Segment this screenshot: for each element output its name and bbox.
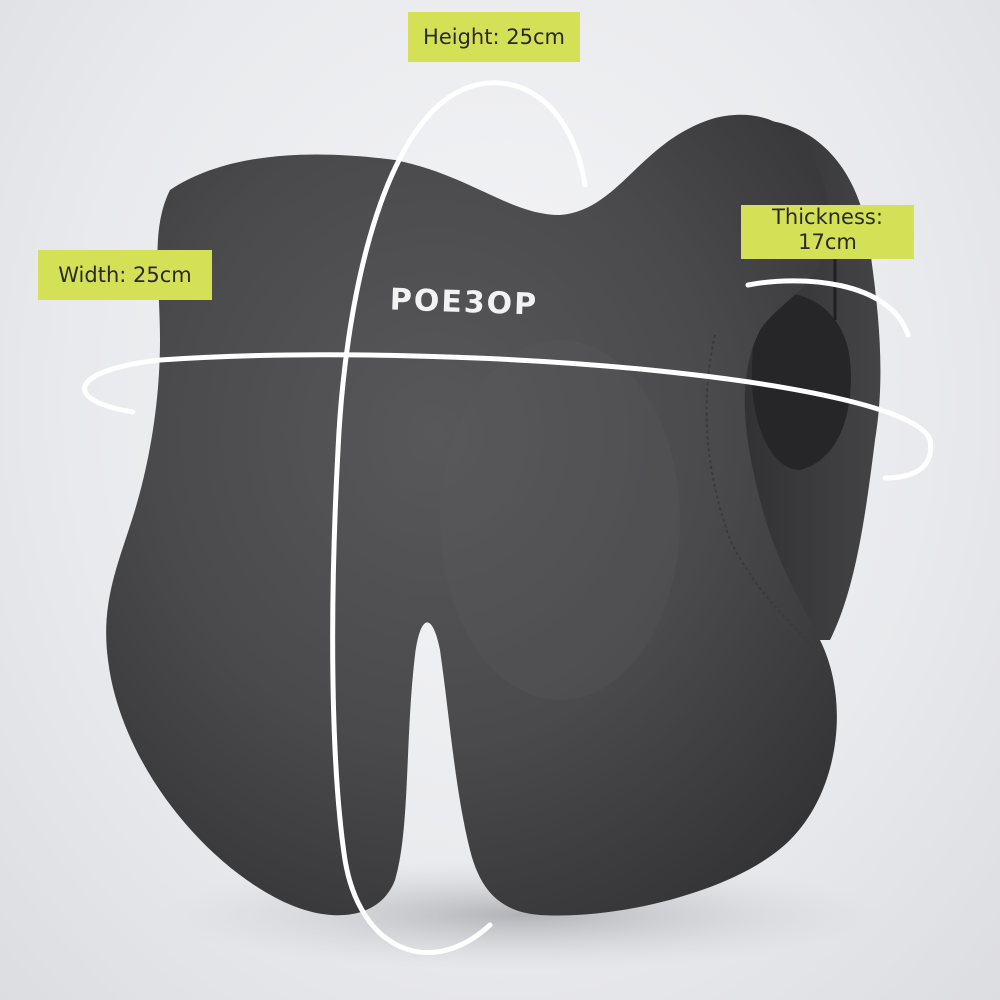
pillow-highlight (440, 340, 680, 700)
height-measure-line (330, 80, 588, 955)
height-label: Height: 25cm (408, 12, 580, 62)
thickness-label-line2: 17cm (798, 230, 857, 254)
thickness-label-line1: Thickness: (772, 205, 883, 229)
width-label: Width: 25cm (38, 250, 212, 300)
thickness-label: Thickness: 17cm (741, 205, 914, 259)
thickness-measure-line (745, 278, 911, 338)
brand-logo: POE3OP (389, 282, 538, 322)
pillow-seam (705, 334, 816, 651)
pillow-hollow (751, 293, 851, 470)
pillow-body (106, 114, 837, 916)
width-measure-line (82, 352, 934, 481)
